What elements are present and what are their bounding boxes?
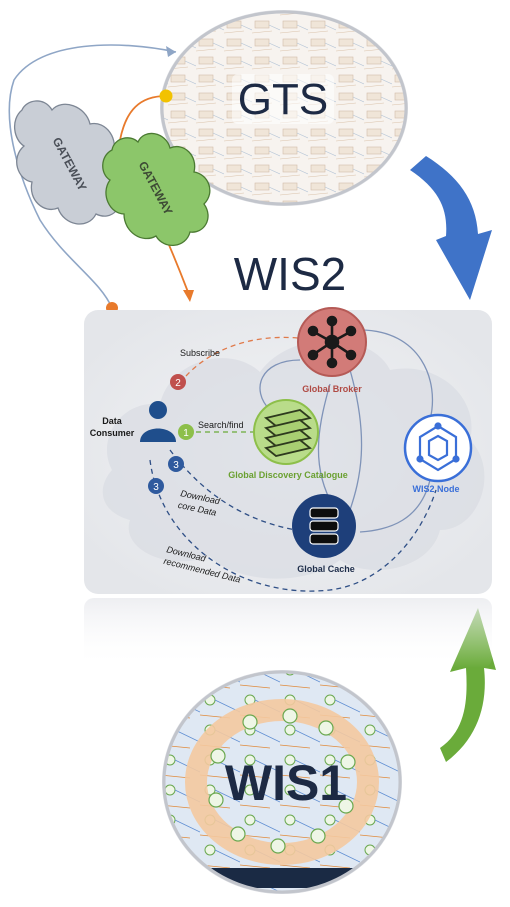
global-broker-label: Global Broker — [302, 384, 362, 394]
step-badge-3a: 3 — [168, 456, 184, 472]
subscribe-label: Subscribe — [180, 348, 220, 358]
gts-title: GTS — [238, 75, 328, 124]
global-cache-label: Global Cache — [297, 564, 355, 574]
yellow-connector-dot — [159, 89, 173, 103]
wis2-title: WIS2 — [234, 248, 346, 300]
global-cache-node: Global Cache — [292, 494, 356, 574]
step-badge-2: 2 — [170, 374, 186, 390]
global-discovery-catalogue-node: Global Discovery Catalogue — [228, 399, 348, 480]
gts-circle: GTS — [160, 10, 408, 206]
global-discovery-catalogue-label: Global Discovery Catalogue — [228, 470, 348, 480]
wis1-circle: WIS1 — [162, 670, 402, 894]
database-icon — [309, 507, 339, 545]
node-icon — [416, 422, 460, 472]
wis2-node-label: WIS2 Node — [412, 484, 459, 494]
svg-text:1: 1 — [183, 428, 189, 439]
gts-to-wis2-arrow — [410, 156, 492, 300]
step-badge-3b: 3 — [148, 478, 164, 494]
books-icon — [263, 409, 313, 457]
data-consumer-label-2: Consumer — [90, 428, 135, 438]
search-find-label: Search/find — [198, 420, 244, 430]
wis2-node: WIS2 Node — [403, 413, 473, 494]
data-consumer: Data Consumer — [90, 401, 176, 442]
hub-icon — [307, 315, 357, 369]
data-consumer-label-1: Data — [102, 416, 123, 426]
global-broker-node: Global Broker — [297, 307, 367, 394]
gateway-cloud-grey: GATEWAY — [14, 100, 127, 225]
step-badge-1: 1 — [178, 424, 194, 440]
svg-text:2: 2 — [175, 378, 181, 389]
svg-text:3: 3 — [173, 460, 179, 471]
gateway-cloud-green: GATEWAY — [102, 132, 211, 246]
person-icon — [140, 401, 176, 442]
wis2-panel: Global Broker Global Discovery Catalogue… — [84, 307, 492, 668]
wis1-title: WIS1 — [225, 755, 347, 811]
svg-text:3: 3 — [153, 482, 159, 493]
